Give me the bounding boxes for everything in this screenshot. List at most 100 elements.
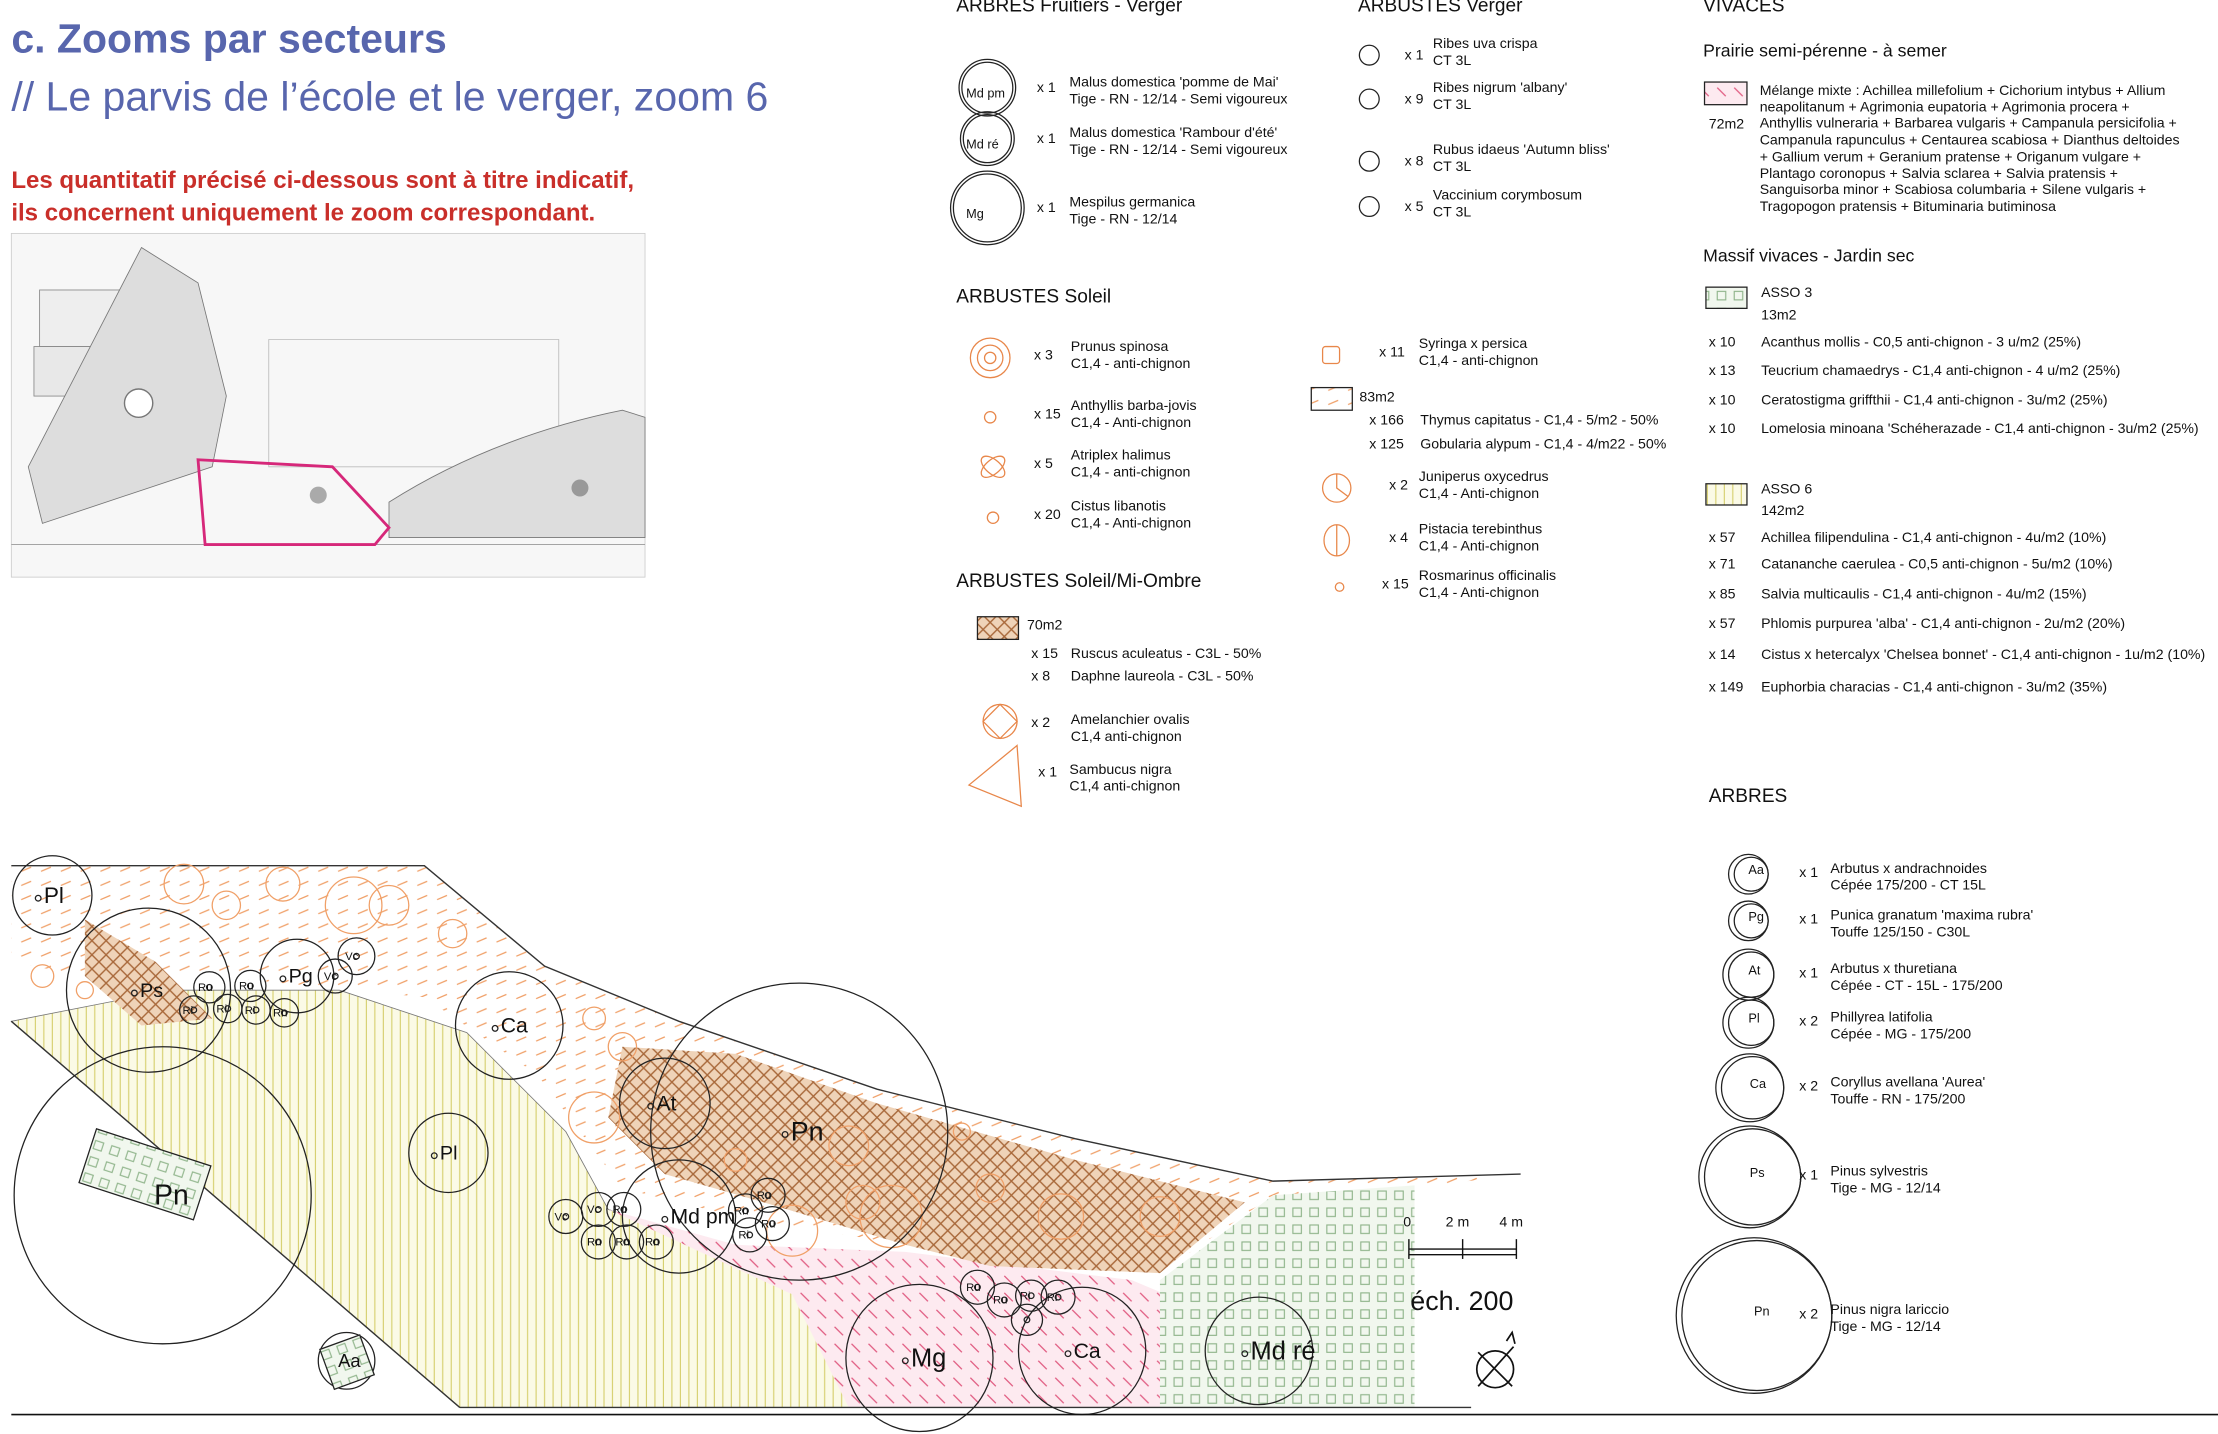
- plan-tree-symbol: [609, 1224, 645, 1260]
- scale-tick-2m: 2 m: [1445, 1215, 1470, 1231]
- qty: x 1: [1404, 48, 1424, 64]
- verger-shrub-spec: CT 3L: [1432, 205, 1472, 221]
- tree-symbol-icon: [958, 58, 1017, 117]
- plan-label: Pl: [440, 1142, 458, 1164]
- zone-mass-70m2: [84, 919, 213, 1026]
- plan-label: Ru: [761, 1218, 775, 1230]
- massif-heading: Massif vivaces - Jardin sec: [1703, 246, 1915, 266]
- asso3-row: Teucrium chamaedrys - C1,4 anti-chignon …: [1761, 363, 2121, 380]
- tree-spec: Cépée - MG - 175/200: [1830, 1026, 1972, 1043]
- plan-shrub-symbol: [952, 1122, 972, 1141]
- plan-tree-trunk: [246, 982, 254, 990]
- qty: x 15: [1031, 646, 1058, 663]
- plan-label: Ca: [1074, 1340, 1101, 1363]
- sun-shrub-spec: C1,4 - anti-chignon: [1418, 353, 1539, 370]
- qty: x 1: [1799, 912, 1819, 928]
- verger-shrub-name: Vaccinium corymbosum: [1432, 188, 1583, 204]
- qty: x 5: [1034, 456, 1053, 473]
- plan-label: Ru: [993, 1295, 1007, 1307]
- plan-shrub-symbol: [30, 964, 55, 988]
- plan-label: Ru: [757, 1190, 771, 1202]
- plan-shrub-symbol: [582, 1006, 607, 1031]
- plan-shrub-symbol: [324, 876, 383, 935]
- plan-tree-trunk: [768, 1220, 776, 1228]
- plan-tree-trunk: [1027, 1292, 1035, 1300]
- atriplex-symbol-icon: [980, 455, 1006, 479]
- plan-tree-symbol: [580, 1191, 616, 1228]
- qty: x 8: [1404, 154, 1424, 170]
- plan-label: Ri: [738, 1230, 749, 1242]
- plan-tree-trunk: [130, 989, 138, 997]
- tree-symbol-icon: [1727, 999, 1775, 1046]
- tree-code: Ca: [1749, 1076, 1767, 1091]
- page-title: c. Zooms par secteurs: [11, 16, 447, 63]
- fruit-tree-spec: Tige - RN - 12/14: [1069, 212, 1178, 228]
- mass-70m2-swatch: [976, 616, 1020, 641]
- asso3-row: Lomelosia minoana 'Schéherazade - C1,4 a…: [1761, 421, 2199, 438]
- tree-spec: Touffe - RN - 175/200: [1830, 1092, 1966, 1108]
- prairie-mix: Mélange mixte : Achillea millefolium + C…: [1759, 83, 2180, 215]
- mass-area: 83m2: [1359, 390, 1395, 406]
- verger-shrub-name: Ribes uva crispa: [1432, 36, 1538, 53]
- plan-tree-symbol: [580, 1224, 616, 1260]
- zone-mass-70m2: [608, 1046, 1245, 1274]
- tree-spec: Touffe 125/150 - C30L: [1830, 925, 1971, 941]
- qty: x 11: [1379, 345, 1405, 361]
- plan-shrub-symbol: [437, 918, 468, 949]
- tree-symbol-icon: [1703, 1128, 1802, 1226]
- shrub-symbol-icon: [986, 511, 1000, 525]
- plan-label: Ps: [140, 980, 163, 1002]
- plan-tree-trunk: [741, 1207, 749, 1215]
- plan-shrub-symbol: [1037, 1193, 1085, 1240]
- mass-row: Thymus capitatus - C1,4 - 5/m2 - 50%: [1420, 413, 1659, 429]
- asso6-row: Achillea filipendulina - C1,4 anti-chign…: [1761, 530, 2107, 547]
- shade-shrub-name: Amelanchier ovalis: [1070, 712, 1190, 729]
- site-minimap: [10, 232, 646, 578]
- plan-tree-symbol: [13, 1046, 312, 1345]
- zone-asso3: [1159, 1185, 1415, 1408]
- plan-tree-trunk: [781, 1130, 789, 1138]
- fruit-tree-name: Malus domestica 'pomme de Mai': [1069, 74, 1279, 91]
- qty: x 166: [1369, 413, 1404, 429]
- plan-label: Rn: [645, 1237, 659, 1249]
- plan-label: Ri: [245, 1005, 256, 1017]
- shrub-symbol-icon: [1334, 582, 1345, 592]
- sun-shrub-name: Atriplex halimus: [1070, 448, 1171, 464]
- plan-tree-trunk: [620, 1205, 628, 1213]
- prairie-area: 72m2: [1708, 117, 1745, 133]
- tree-spec: Tige - MG - 12/14: [1830, 1181, 1941, 1197]
- plan-tree-trunk: [430, 1152, 438, 1160]
- plan-shrub-symbol: [723, 1147, 748, 1172]
- plan-tree-symbol: [12, 855, 93, 936]
- scale-tick-4m: 4 m: [1499, 1215, 1523, 1231]
- qty: x 9: [1404, 91, 1424, 108]
- plan-tree-trunk: [973, 1283, 981, 1291]
- qty: x 57: [1708, 616, 1736, 633]
- plan-tree-trunk: [205, 983, 213, 991]
- prairie-swatch: [1703, 81, 1748, 106]
- plan-label: Rn: [612, 1204, 626, 1216]
- plan-tree-symbol: [986, 1282, 1022, 1318]
- plan-label: Rn: [734, 1206, 748, 1218]
- plan-label: Aa: [338, 1350, 361, 1371]
- plan-label: Ru: [198, 982, 212, 994]
- plan-tree-trunk: [901, 1357, 909, 1365]
- tree-symbol-icon: [959, 111, 1015, 167]
- note-line-2: ils concernent uniquement le zoom corres…: [11, 199, 596, 227]
- plan-label: Rn: [615, 1237, 629, 1249]
- qty: x 2: [1031, 715, 1051, 732]
- plan-tree-trunk: [661, 1215, 669, 1223]
- qty: x 10: [1708, 421, 1736, 438]
- plan-tree-trunk: [594, 1205, 602, 1213]
- tree-symbol-icon: [1681, 1239, 1833, 1392]
- qty: x 14: [1708, 647, 1736, 664]
- tree-name: Coryllus avellana 'Aurea': [1830, 1075, 1986, 1091]
- zone-prairie: [608, 1209, 1217, 1408]
- plan-tree-trunk: [1023, 1316, 1031, 1324]
- tree-code: Pn: [1754, 1304, 1770, 1319]
- plan-label: Vc: [345, 951, 359, 963]
- asso6-area: 142m2: [1761, 503, 1805, 520]
- plan-tree-symbol: [638, 1224, 674, 1260]
- plan-label: Rn: [587, 1237, 601, 1249]
